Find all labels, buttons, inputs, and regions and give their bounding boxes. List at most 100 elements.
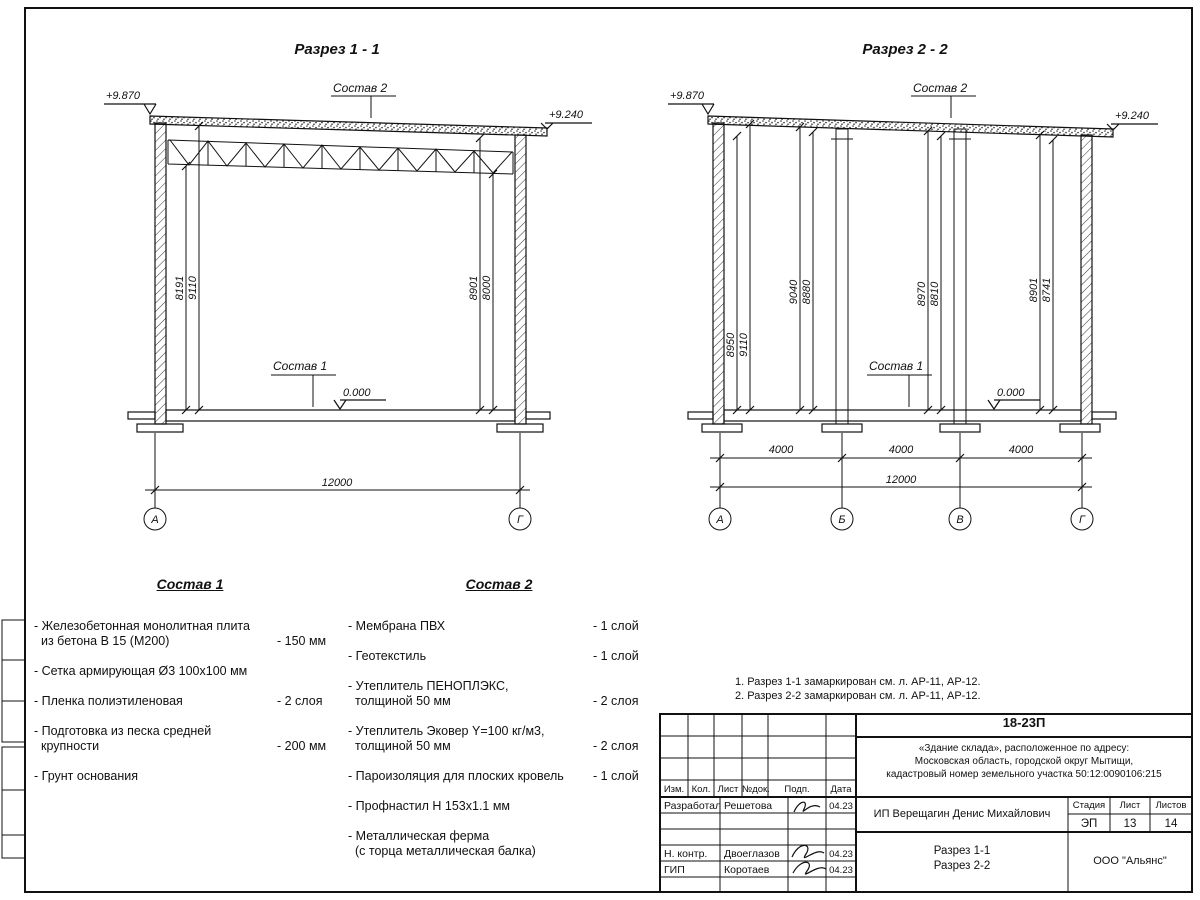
project-address-line: «Здание склада», расположенное по адресу…	[918, 743, 1130, 754]
material-text: толщиной 50 мм	[355, 694, 451, 708]
section2-title: Разрез 2 - 2	[862, 41, 948, 58]
material-item: - Мембрана ПВХ - 1 слой	[348, 619, 650, 634]
sheets-value: 14	[1164, 818, 1178, 830]
axis-letter: А	[150, 514, 158, 526]
dim-value: 8950	[725, 332, 737, 357]
material-text: - Утеплитель ПЕНОПЛЭКС,	[348, 679, 509, 693]
section2-vertical-dimensions: 8950 9110 9040 8880 8970 8810 8901 8741	[725, 119, 1058, 415]
material-text: (с торца металлическая балка)	[355, 844, 536, 858]
section1-elevation-left: +9.870	[104, 90, 157, 116]
section2-bottom-dimensions: 4000 4000 4000 12000	[710, 433, 1092, 508]
section-1-drawing: Разрез 1 - 1 +9.870 +9.240	[104, 41, 592, 531]
sig-date: 04.23	[829, 801, 853, 812]
signature-nkontr	[791, 844, 825, 859]
material-item: - Утеплитель Эковер Y=100 кг/м3, толщино…	[348, 724, 650, 754]
dim-value: 8000	[481, 275, 493, 300]
filing-margin-boxes	[1, 619, 26, 859]
material-item: - Подготовка из песка средней крупности …	[34, 724, 346, 754]
bay-dim: 4000	[889, 444, 914, 456]
bay-dim: 4000	[769, 444, 794, 456]
material-text: - Пленка полиэтиленовая	[34, 694, 183, 708]
material-text: - Железобетонная монолитная плита	[34, 619, 250, 633]
sostav1-list: Состав 1 - Железобетонная монолитная пли…	[34, 577, 346, 799]
material-item: - Пленка полиэтиленовая - 2 слоя	[34, 694, 346, 709]
material-text: - Подготовка из песка средней	[34, 724, 212, 738]
notes: 1. Разрез 1-1 замаркирован см. л. АР-11,…	[735, 676, 981, 703]
elevation-label: +9.240	[549, 109, 584, 121]
elevation-label: 0.000	[997, 387, 1025, 399]
material-value: - 1 слой	[593, 619, 639, 633]
dim-value: 8880	[801, 279, 813, 304]
material-text: - Грунт основания	[34, 769, 139, 783]
sig-name: Коротаев	[724, 864, 770, 876]
material-text: толщиной 50 мм	[355, 739, 451, 753]
section2-elevation-zero: 0.000	[987, 387, 1040, 411]
material-item: - Грунт основания	[34, 769, 346, 784]
dim-value: 9040	[788, 279, 800, 304]
signature-gip	[792, 861, 827, 875]
elevation-label: +9.870	[670, 90, 705, 102]
material-text: - Металлическая ферма	[348, 829, 490, 843]
sostav2-list: Состав 2 - Мембрана ПВХ - 1 слой - Геоте…	[348, 577, 650, 874]
section2-roof-slab	[707, 115, 1114, 138]
client-name: ИП Верещагин Денис Михайлович	[873, 808, 1051, 820]
sig-role: ГИП	[664, 864, 685, 876]
section1-elevation-zero: 0.000	[333, 387, 386, 411]
section1-axis-bubbles: А Г	[143, 507, 532, 531]
material-item: - Профнастил Н 153х1.1 мм	[348, 799, 650, 814]
material-text: крупности	[41, 739, 100, 753]
section1-bottom-dimension: 12000	[145, 433, 530, 508]
section1-roof-slab	[149, 115, 548, 137]
section1-sostav2-leader: Состав 2	[331, 81, 396, 118]
stage-value: ЭП	[1080, 818, 1098, 830]
dim-value: 8970	[916, 281, 928, 306]
col-header-kol: Кол.	[691, 784, 711, 795]
dim-value: 9110	[187, 275, 199, 300]
material-value: - 150 мм	[277, 634, 327, 648]
dim-value: 8741	[1041, 278, 1053, 302]
sig-name: Двоеглазов	[724, 848, 780, 860]
sostav1-leader-label: Состав 1	[869, 359, 923, 373]
axis-letter: В	[956, 514, 963, 526]
section1-truss	[167, 139, 514, 175]
dim-total: 12000	[322, 477, 353, 489]
dim-value: 8191	[174, 276, 186, 300]
sig-name: Решетова	[724, 800, 773, 812]
col-header-list: Лист	[717, 784, 739, 795]
material-text: из бетона В 15 (М200)	[41, 634, 170, 648]
elevation-label: +9.240	[1115, 110, 1150, 122]
section1-sostav1-leader: Состав 1	[271, 359, 336, 407]
sig-role: Н. контр.	[664, 848, 708, 860]
material-item: - Геотекстиль - 1 слой	[348, 649, 650, 664]
material-value: - 2 слоя	[593, 739, 639, 753]
dim-value: 8901	[1028, 278, 1040, 302]
sostav2-leader-label: Состав 2	[913, 81, 967, 95]
axis-letter: А	[715, 514, 723, 526]
col-header-data: Дата	[830, 784, 852, 795]
material-text: - Сетка армирующая Ø3 100х100 мм	[34, 664, 248, 678]
section2-elevation-left: +9.870	[668, 90, 715, 116]
sheet-value: 13	[1123, 818, 1137, 830]
stage-label: Стадия	[1072, 800, 1106, 811]
section2-elevation-right: +9.240	[1106, 110, 1158, 131]
axis-letter: Г	[1079, 514, 1086, 526]
section-2-drawing: Разрез 2 - 2 +9.870 +9.240	[668, 41, 1158, 531]
signature-razrabotal	[793, 801, 821, 813]
material-text: - Утеплитель Эковер Y=100 кг/м3,	[348, 724, 545, 738]
elevation-label: 0.000	[343, 387, 371, 399]
col-header-podp: Подп.	[784, 784, 810, 795]
note-line: 2. Разрез 2-2 замаркирован см. л. АР-11,…	[735, 689, 981, 702]
sig-date: 04.23	[829, 865, 853, 876]
material-value: - 2 слоя	[277, 694, 323, 708]
material-item: - Железобетонная монолитная плита из бет…	[34, 619, 346, 649]
col-header-dok: №док.	[742, 784, 770, 795]
material-item: - Пароизоляция для плоских кровель - 1 с…	[348, 769, 650, 784]
sostav2-leader-label: Состав 2	[333, 81, 387, 95]
drawing-title-line: Разрез 2-2	[933, 860, 991, 872]
sig-date: 04.23	[829, 849, 853, 860]
sheet-label: Лист	[1119, 800, 1141, 811]
material-item: - Сетка армирующая Ø3 100х100 мм	[34, 664, 346, 679]
